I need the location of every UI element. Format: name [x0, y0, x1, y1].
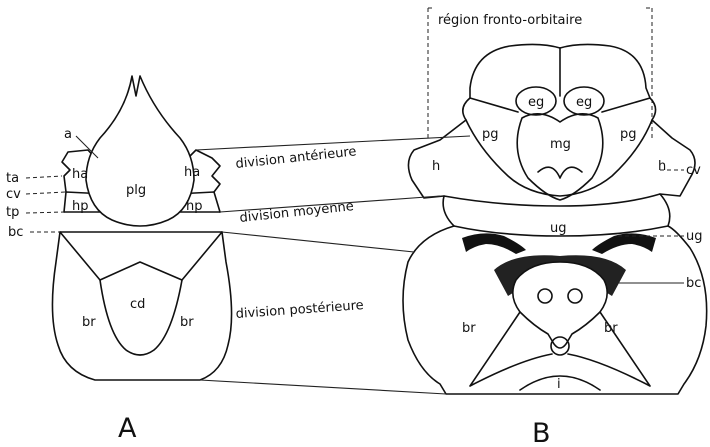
caption-a: A — [118, 413, 137, 444]
b-label-h-left: h — [432, 159, 440, 174]
a-label-cd: cd — [130, 297, 145, 312]
b-h-right-shape — [652, 120, 695, 196]
a-label-hp-left: hp — [72, 199, 89, 214]
a-label-a: a — [64, 127, 72, 142]
figure-a — [26, 76, 232, 380]
a-label-plg: plg — [126, 183, 146, 198]
b-label-eg-right: eg — [576, 95, 592, 110]
division-middle-label: division moyenne — [239, 199, 355, 226]
b-mg-inner — [538, 167, 582, 178]
division-anterior-label: division antérieure — [235, 144, 357, 172]
b-label-ug: ug — [686, 229, 703, 244]
b-label-eg-left: eg — [528, 95, 544, 110]
a-tp-leader — [26, 212, 64, 213]
b-label-ug-center: ug — [550, 221, 567, 236]
b-label-i: i — [557, 377, 561, 392]
b-label-mg: mg — [550, 137, 571, 152]
connector-middle-2 — [222, 232, 414, 252]
b-ug-dark-left — [462, 233, 526, 254]
b-label-bc: bc — [686, 276, 701, 291]
figure-b — [403, 8, 707, 394]
a-plg-region — [86, 76, 194, 226]
b-label-cv: cv — [686, 163, 701, 178]
b-label-br-right: br — [604, 321, 618, 336]
region-title: région fronto-orbitaire — [438, 13, 582, 28]
a-label-bc: bc — [8, 225, 23, 240]
b-mg-shape — [517, 114, 603, 200]
a-label-br-left: br — [82, 315, 96, 330]
b-label-br-left: br — [462, 321, 476, 336]
b-label-h-right: h — [658, 159, 666, 174]
a-cv-leader — [26, 192, 66, 194]
caption-b: B — [532, 418, 551, 447]
b-frontal-outline — [463, 44, 656, 196]
a-label-ha-right: ha — [184, 165, 200, 180]
b-label-pg-right: pg — [620, 127, 637, 142]
a-label-hp-right: hp — [186, 199, 203, 214]
a-label-ta: ta — [6, 171, 19, 186]
a-label-ha-left: ha — [72, 167, 88, 182]
division-posterior-label: division postérieure — [235, 298, 364, 322]
b-ug-dark-right — [592, 233, 656, 254]
a-label-tp: tp — [6, 205, 19, 220]
a-label-cv: cv — [6, 187, 21, 202]
b-label-pg-left: pg — [482, 127, 499, 142]
a-label-br-right: br — [180, 315, 194, 330]
a-cd-region — [100, 280, 182, 355]
connector-lines — [196, 136, 470, 394]
a-lower-lines — [60, 232, 222, 280]
connector-bottom — [200, 380, 446, 394]
b-bc-shape — [513, 262, 607, 348]
b-pg-lines — [470, 98, 650, 112]
a-ta-leader — [26, 176, 62, 178]
